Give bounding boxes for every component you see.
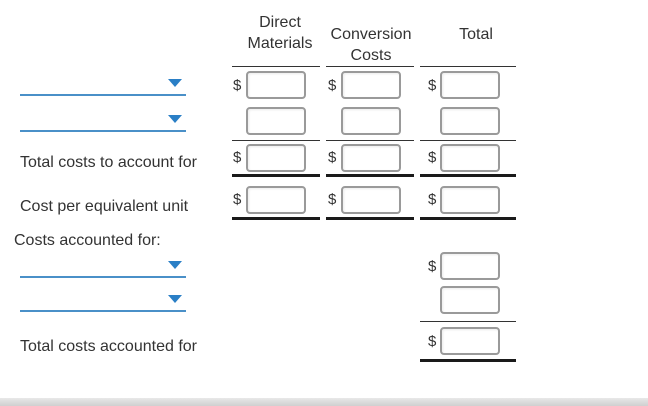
unit-double-rule-total [420,217,516,220]
cost-category-dropdown-1[interactable] [20,74,186,96]
input-r1-total[interactable] [440,71,500,99]
input-r5-total[interactable] [440,252,500,280]
total-double-rule-dm [232,174,320,177]
input-r2-conversion-costs[interactable] [341,107,401,135]
cost-category-dropdown-3[interactable] [20,256,186,278]
dollar-sign: $ [233,191,242,208]
subtotal-rule-dm [232,140,320,141]
input-r3-conversion-costs[interactable] [341,144,401,172]
dollar-sign: $ [428,191,437,208]
subtotal-rule-cc [326,140,414,141]
dollar-sign: $ [233,77,242,94]
dollar-sign: $ [328,149,337,166]
accounted-subtotal-rule [420,321,516,322]
input-r4-conversion-costs[interactable] [341,186,401,214]
cost-category-dropdown-4[interactable] [20,290,186,312]
caret-down-icon [168,79,182,87]
dollar-sign: $ [428,77,437,94]
input-r7-total[interactable] [440,327,500,355]
total-double-rule-total [420,174,516,177]
accounted-double-rule [420,359,516,362]
caret-down-icon [168,115,182,123]
total-costs-accounted-for-label: Total costs accounted for [20,338,197,355]
header-total: Total [459,26,493,43]
header-divider-cc [326,66,414,67]
input-r1-conversion-costs[interactable] [341,71,401,99]
cost-category-dropdown-2[interactable] [20,110,186,132]
total-costs-to-account-label: Total costs to account for [20,154,197,171]
subtotal-rule-total [420,140,516,141]
dollar-sign: $ [428,149,437,166]
header-divider-total [420,66,516,67]
unit-double-rule-dm [232,217,320,220]
dollar-sign: $ [428,333,437,350]
input-r3-direct-materials[interactable] [246,144,306,172]
dollar-sign: $ [233,149,242,166]
unit-double-rule-cc [326,217,414,220]
header-direct-materials: Direct Materials [247,14,313,52]
page-bottom-edge [0,398,648,406]
caret-down-icon [168,261,182,269]
input-r4-direct-materials[interactable] [246,186,306,214]
caret-down-icon [168,295,182,303]
dollar-sign: $ [328,77,337,94]
input-r6-total[interactable] [440,286,500,314]
input-r2-total[interactable] [440,107,500,135]
dollar-sign: $ [428,258,437,275]
dollar-sign: $ [328,191,337,208]
header-divider-dm [232,66,320,67]
cost-per-equivalent-unit-label: Cost per equivalent unit [20,198,189,215]
input-r4-total[interactable] [440,186,500,214]
input-r1-direct-materials[interactable] [246,71,306,99]
costs-accounted-for-heading: Costs accounted for: [14,232,161,249]
total-double-rule-cc [326,174,414,177]
input-r3-total[interactable] [440,144,500,172]
input-r2-direct-materials[interactable] [246,107,306,135]
header-conversion-costs: Conversion Costs [330,26,412,64]
